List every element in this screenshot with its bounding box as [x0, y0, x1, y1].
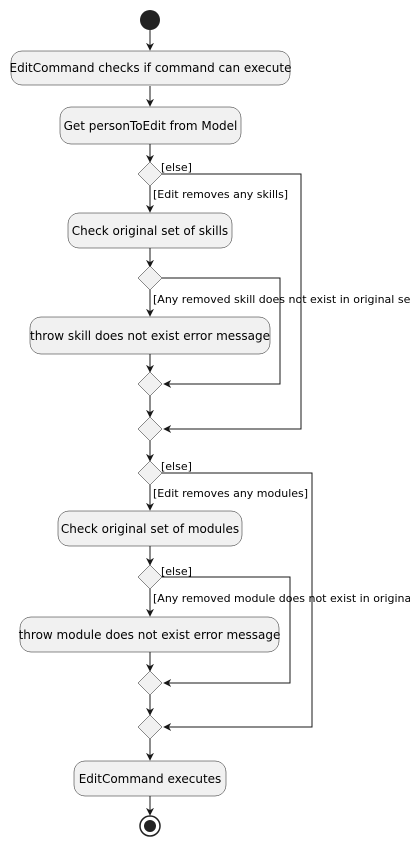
start-node [140, 10, 160, 30]
end-node [139, 815, 161, 837]
action-label: Check original set of skills [72, 224, 228, 238]
guard-else-module-check: [else] [161, 565, 192, 578]
decision-skill-not-exist [137, 265, 163, 291]
action-check-modules: Check original set of modules [57, 510, 243, 547]
guard-else-modules: [else] [161, 460, 192, 473]
guard-removed-module-missing: [Any removed module does not exist in or… [153, 592, 410, 605]
merge-modules [137, 714, 163, 740]
decision-edit-removes-modules [137, 460, 163, 486]
guard-edit-removes-modules: [Edit removes any modules] [153, 487, 308, 500]
action-label: EditCommand checks if command can execut… [10, 61, 292, 75]
decision-module-not-exist [137, 564, 163, 590]
action-label: EditCommand executes [79, 772, 222, 786]
action-execute: EditCommand executes [73, 760, 227, 797]
decision-edit-removes-skills [137, 161, 163, 187]
action-label: throw skill does not exist error message [30, 329, 270, 343]
guard-else-skills: [else] [161, 161, 192, 174]
action-label: Get personToEdit from Model [64, 119, 238, 133]
action-throw-skill-error: throw skill does not exist error message [29, 316, 271, 355]
action-get-person-to-edit: Get personToEdit from Model [59, 106, 242, 145]
merge-module-check [137, 670, 163, 696]
merge-skill-check [137, 371, 163, 397]
action-check-skills: Check original set of skills [67, 212, 233, 249]
action-label: Check original set of modules [61, 522, 239, 536]
guard-edit-removes-skills: [Edit removes any skills] [153, 188, 288, 201]
guard-removed-skill-missing: [Any removed skill does not exist in ori… [153, 293, 410, 306]
action-throw-module-error: throw module does not exist error messag… [19, 616, 281, 653]
merge-skills [137, 416, 163, 442]
edges [146, 30, 313, 816]
action-label: throw module does not exist error messag… [19, 628, 281, 642]
action-check-can-execute: EditCommand checks if command can execut… [10, 50, 292, 86]
